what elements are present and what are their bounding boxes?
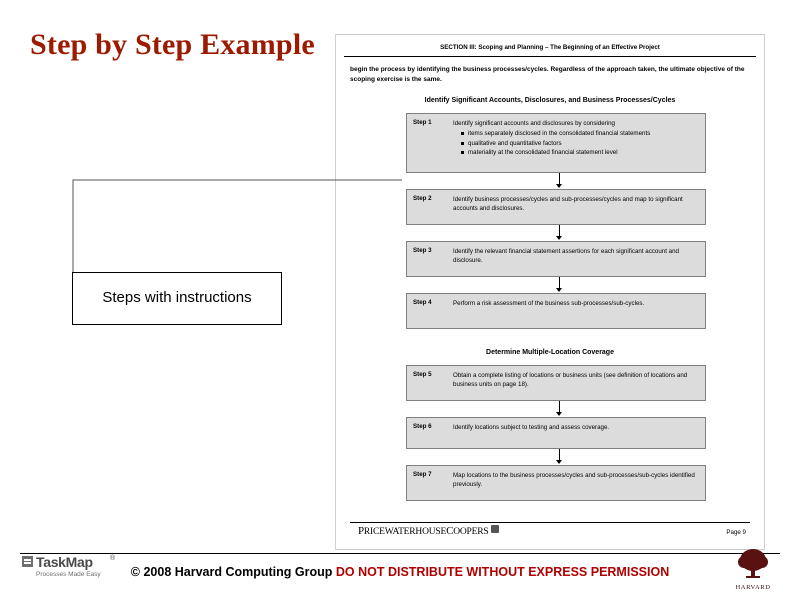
step-bullet: items separately disclosed in the consol… [461,129,699,138]
step-text: Map locations to the business processes/… [453,472,695,489]
pwc-logo-text1: RICEWATERHOUSE [363,527,447,537]
document-intro-text: begin the process by identifying the bus… [350,66,745,84]
document-page-image: SECTION III: Scoping and Planning – The … [335,34,765,550]
step-text: Obtain a complete listing of locations o… [453,372,688,389]
step-box-6: Step 6 Identify locations subject to tes… [406,417,706,449]
pwc-mark-icon [491,525,500,533]
step-label: Step 2 [413,195,432,202]
harvard-tree-icon [738,549,768,578]
pwc-logo-c: C [446,525,454,537]
document-page-number: Page 9 [726,529,746,536]
page-title: Step by Step Example [30,28,315,61]
taskmap-name: TaskMap [36,554,93,570]
document-section-header: SECTION III: Scoping and Planning – The … [344,41,756,57]
step-description: Identify significant accounts and disclo… [453,120,615,127]
step-label: Step 1 [413,119,432,126]
step-label: Step 4 [413,299,432,306]
step-text: Identify the relevant financial statemen… [453,248,679,265]
pwc-logo: PRICEWATERHOUSECOOPERS [358,525,500,537]
harvard-logo: HARVARD [724,548,782,592]
connector-arrow-2-3 [555,225,564,241]
step-label: Step 3 [413,247,432,254]
connector-arrow-3-4 [555,277,564,293]
step-label: Step 5 [413,371,432,378]
copyright-text: © 2008 Harvard Computing Group [130,565,336,579]
step-box-1: Step 1 Identify significant accounts and… [406,113,706,173]
step-bullet-list: items separately disclosed in the consol… [453,129,699,157]
footer-divider [20,553,780,554]
document-subtitle-2: Determine Multiple-Location Coverage [486,349,614,356]
taskmap-mark-icon [22,556,33,567]
distribution-warning: DO NOT DISTRIBUTE WITHOUT EXPRESS PERMIS… [335,565,670,579]
taskmap-registered-icon: ® [110,555,116,562]
taskmap-logo: TaskMap ® Processes Made Easy [22,554,142,584]
connector-arrow-1-2 [555,173,564,189]
document-footer-divider [350,522,750,523]
footer-copyright: © 2008 Harvard Computing Group DO NOT DI… [0,565,800,579]
step-label: Step 7 [413,471,432,478]
step-text: Perform a risk assessment of the busines… [453,300,645,307]
step-box-7: Step 7 Map locations to the business pro… [406,465,706,501]
document-subtitle-1: Identify Significant Accounts, Disclosur… [424,97,676,104]
step-text: Identify business processes/cycles and s… [453,196,683,213]
step-box-5: Step 5 Obtain a complete listing of loca… [406,365,706,401]
taskmap-tagline: Processes Made Easy [36,571,101,578]
step-box-4: Step 4 Perform a risk assessment of the … [406,293,706,329]
connector-arrow-6-7 [555,449,564,465]
step-bullet: materiality at the consolidated financia… [461,148,699,157]
pwc-logo-text2: OOPERS [453,527,489,537]
callout-box: Steps with instructions [72,272,282,325]
step-text: Identify significant accounts and disclo… [453,114,705,172]
connector-arrow-5-6 [555,401,564,417]
step-bullet: qualitative and quantitative factors [461,139,699,148]
harvard-name: HARVARD [735,584,771,591]
step-label: Step 6 [413,423,432,430]
step-box-3: Step 3 Identify the relevant financial s… [406,241,706,277]
step-box-2: Step 2 Identify business processes/cycle… [406,189,706,225]
pwc-logo-p: P [358,525,364,537]
callout-text: Steps with instructions [102,289,252,307]
step-text: Identify locations subject to testing an… [453,424,610,431]
